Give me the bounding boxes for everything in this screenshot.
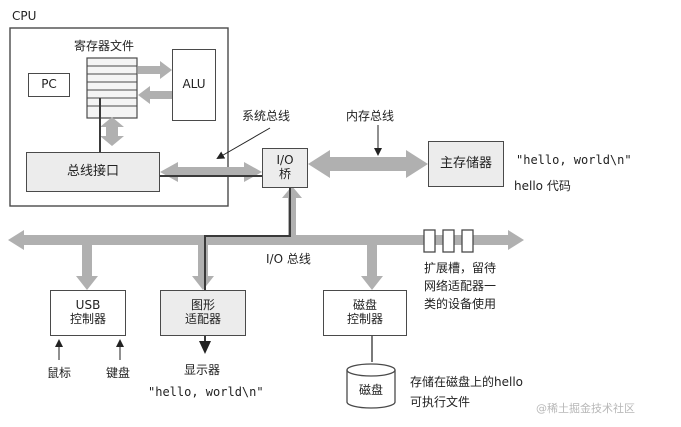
bus-interface-label: 总线接口 — [66, 163, 119, 179]
pc-register-box: PC — [28, 73, 70, 97]
pc-label: PC — [41, 77, 57, 92]
disk-controller-line2: 控制器 — [346, 312, 383, 326]
io-bus-to-disk-controller-arrow — [361, 245, 383, 290]
expansion-slots-line1: 扩展槽，留待 — [424, 261, 497, 275]
alu-to-regfile-arrow — [138, 86, 172, 104]
io-bus-to-graphics-arrow — [192, 245, 214, 290]
register-file-label: 寄存器文件 — [74, 39, 135, 53]
memory-hello-string: "hello, world\n" — [516, 153, 632, 167]
bridge-to-io-bus-arrow — [282, 186, 302, 236]
regfile-businterface-arrow — [100, 117, 124, 146]
io-bridge-label-line2: 桥 — [278, 167, 291, 181]
memory-hello-code: hello 代码 — [514, 179, 571, 193]
main-memory-box: 主存储器 — [428, 141, 504, 187]
cpu-box — [9, 27, 229, 207]
memory-bus-arrow — [308, 150, 428, 178]
expansion-slots-line3: 类的设备使用 — [424, 297, 497, 311]
expansion-slots-line2: 网络适配器一 — [424, 279, 497, 293]
usb-controller-line1: USB — [75, 298, 101, 313]
io-bridge-label-line1: I/O — [276, 153, 294, 168]
alu-box: ALU — [172, 49, 216, 121]
keyboard-label: 键盘 — [106, 366, 131, 380]
display-label: 显示器 — [184, 363, 221, 377]
io-bridge-box: I/O 桥 — [262, 148, 308, 188]
system-bus-arrow — [160, 162, 262, 182]
mouse-label: 鼠标 — [47, 366, 72, 380]
usb-controller-line2: 控制器 — [69, 312, 106, 326]
disk-controller-line1: 磁盘 — [352, 298, 377, 313]
disk-label: 磁盘 — [359, 383, 384, 397]
io-bus-label: I/O 总线 — [266, 252, 311, 266]
graphics-adapter-box: 图形 适配器 — [160, 290, 246, 336]
display-hello-string: "hello, world\n" — [148, 385, 264, 399]
regfile-to-alu-arrow — [138, 61, 172, 79]
system-bus-pointer — [216, 127, 271, 159]
memory-bus-label: 内存总线 — [346, 109, 395, 123]
bus-interface-box: 总线接口 — [26, 152, 160, 192]
system-bus-label: 系统总线 — [242, 109, 291, 123]
main-memory-label: 主存储器 — [439, 155, 492, 171]
disk-controller-box: 磁盘 控制器 — [323, 290, 407, 336]
disk-note-line1: 存储在磁盘上的hello — [410, 375, 523, 389]
expansion-slots — [423, 229, 474, 253]
alu-label: ALU — [182, 77, 206, 92]
graphics-adapter-line2: 适配器 — [184, 312, 221, 326]
disk-cylinder — [346, 363, 396, 409]
register-file-stack — [86, 57, 138, 119]
io-bus-to-usb-arrow — [76, 245, 98, 290]
disk-note-line2: 可执行文件 — [410, 395, 471, 409]
usb-controller-box: USB 控制器 — [50, 290, 126, 336]
watermark: @稀土掘金技术社区 — [536, 402, 635, 415]
io-bus-arrow — [8, 230, 524, 250]
data-path-arrowhead — [199, 341, 211, 354]
cpu-label: CPU — [12, 9, 37, 23]
graphics-adapter-line1: 图形 — [190, 298, 215, 313]
